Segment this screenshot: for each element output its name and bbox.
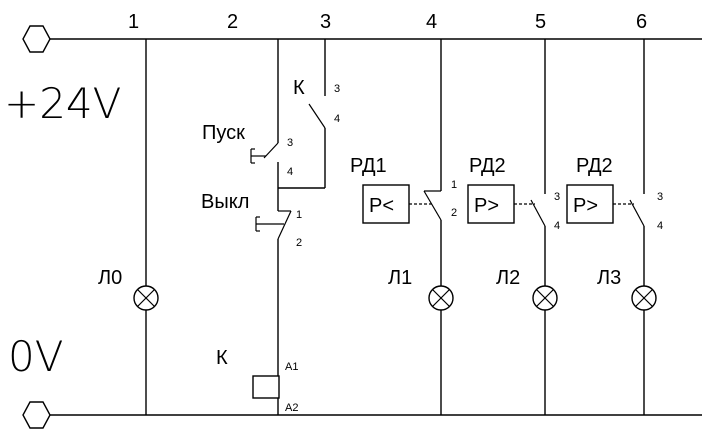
lamp-l0-label: Л0 [98,267,122,289]
coil-k-pin-top: A1 [285,361,298,373]
lamp-l0 [133,285,159,311]
coil-k-label: К [216,347,228,369]
lamp-l2-label: Л2 [496,267,520,289]
lamp-l1 [428,285,454,311]
node-label-2: 2 [227,11,238,33]
supply-positive-label: +24V [4,79,121,128]
relay-1-pin-a: 1 [451,179,457,191]
relay-1-label: РД1 [350,155,387,177]
relay-3-label: РД2 [576,155,613,177]
relay-1-pin-b: 2 [451,207,457,219]
node-label-6: 6 [636,11,647,33]
relay-3-symbol: Р> [573,195,598,217]
start-button-pin-a: 3 [287,137,293,149]
lamp-l3 [631,285,657,311]
contact-k [308,103,326,129]
lamp-l1-label: Л1 [388,267,412,289]
relay-2-label: РД2 [469,155,506,177]
supply-negative-label: 0V [8,332,63,381]
relay-3-pin-a: 3 [657,191,663,203]
relay-3-box [566,184,614,224]
relay-3-contact [629,199,645,227]
contact-k-label: К [293,77,305,99]
negative-terminal [22,401,51,429]
lamp-l2 [532,285,558,311]
relay-2-pin-a: 3 [554,191,560,203]
start-button [250,142,279,164]
lamp-l3-label: Л3 [597,267,621,289]
relay-1-contact [423,190,442,221]
relay-2-box [467,184,515,224]
coil-k [252,375,280,399]
relay-3-pin-b: 4 [657,220,663,232]
stop-button-pin-a: 1 [296,209,302,221]
start-button-pin-b: 4 [287,166,293,178]
stop-button-pin-b: 2 [296,237,302,249]
node-label-3: 3 [320,11,331,33]
start-button-label: Пуск [202,122,245,144]
node-label-4: 4 [426,11,437,33]
stop-button [255,210,292,240]
relay-2-contact [530,199,546,227]
relay-2-symbol: Р> [474,195,499,217]
relay-2-pin-b: 4 [554,220,560,232]
contact-k-pin-b: 4 [334,113,340,125]
node-label-5: 5 [535,11,546,33]
positive-terminal [22,25,51,53]
stop-button-label: Выкл [201,191,249,213]
relay-1-symbol: Р< [369,195,394,217]
node-label-1: 1 [128,11,139,33]
contact-k-pin-a: 3 [334,83,340,95]
coil-k-pin-bottom: A2 [285,402,298,414]
